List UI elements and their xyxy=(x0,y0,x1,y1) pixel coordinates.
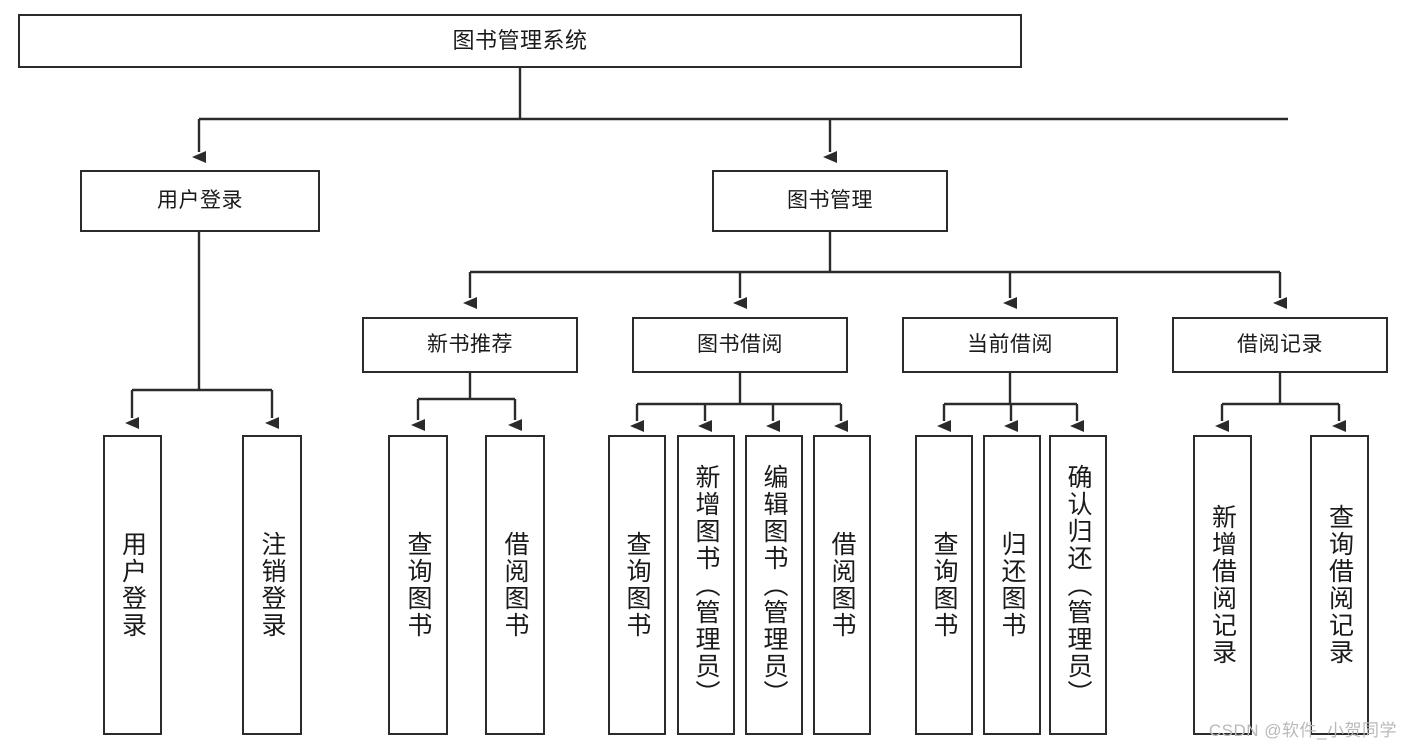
node-book-borrow[interactable]: 图书借阅 xyxy=(632,317,848,373)
node-label: 图书借阅 xyxy=(697,332,783,356)
node-label: 借阅记录 xyxy=(1237,332,1323,356)
node-label: 注销登录 xyxy=(258,531,286,639)
node-label: 归还图书 xyxy=(998,531,1026,639)
node-user-login[interactable]: 用户登录 xyxy=(80,170,320,232)
node-label: 查询借阅记录 xyxy=(1325,504,1354,666)
leaf-recommend-query-book[interactable]: 查询图书 xyxy=(388,435,448,735)
node-label: 用户登录 xyxy=(157,188,243,212)
node-new-book-recommend[interactable]: 新书推荐 xyxy=(362,317,578,373)
node-label: 新增图书（管理员） xyxy=(692,463,720,707)
node-label: 借阅图书 xyxy=(828,531,856,639)
node-label: 查询图书 xyxy=(623,531,651,639)
node-label: 新增借阅记录 xyxy=(1208,504,1237,666)
node-label: 编辑图书（管理员） xyxy=(760,463,788,707)
leaf-user-login-signout[interactable]: 注销登录 xyxy=(242,435,302,735)
leaf-borrow-add-book[interactable]: 新增图书（管理员） xyxy=(677,435,735,735)
leaf-borrow-borrow-book[interactable]: 借阅图书 xyxy=(813,435,871,735)
csdn-watermark: CSDN @软件_小贺同学 xyxy=(1208,721,1397,740)
node-root-system[interactable]: 图书管理系统 xyxy=(18,14,1022,68)
leaf-current-query-book[interactable]: 查询图书 xyxy=(915,435,973,735)
leaf-recommend-borrow-book[interactable]: 借阅图书 xyxy=(485,435,545,735)
leaf-current-return-book[interactable]: 归还图书 xyxy=(983,435,1041,735)
node-label: 新书推荐 xyxy=(427,332,513,356)
node-book-management[interactable]: 图书管理 xyxy=(712,170,948,232)
node-label: 图书管理 xyxy=(787,188,873,212)
node-label: 图书管理系统 xyxy=(452,28,588,54)
node-label: 查询图书 xyxy=(930,531,958,639)
leaf-borrow-query-book[interactable]: 查询图书 xyxy=(608,435,666,735)
leaf-borrow-edit-book[interactable]: 编辑图书（管理员） xyxy=(745,435,803,735)
node-label: 当前借阅 xyxy=(967,332,1053,356)
leaf-current-confirm-return[interactable]: 确认归还（管理员） xyxy=(1049,435,1107,735)
leaf-record-query-record[interactable]: 查询借阅记录 xyxy=(1310,435,1369,735)
node-label: 用户登录 xyxy=(118,531,147,639)
leaf-user-login-signin[interactable]: 用户登录 xyxy=(103,435,162,735)
node-borrow-record[interactable]: 借阅记录 xyxy=(1172,317,1388,373)
node-label: 确认归还（管理员） xyxy=(1064,463,1092,707)
node-label: 查询图书 xyxy=(404,531,432,639)
node-label: 借阅图书 xyxy=(501,531,529,639)
leaf-record-add-record[interactable]: 新增借阅记录 xyxy=(1193,435,1252,735)
node-current-borrow[interactable]: 当前借阅 xyxy=(902,317,1118,373)
